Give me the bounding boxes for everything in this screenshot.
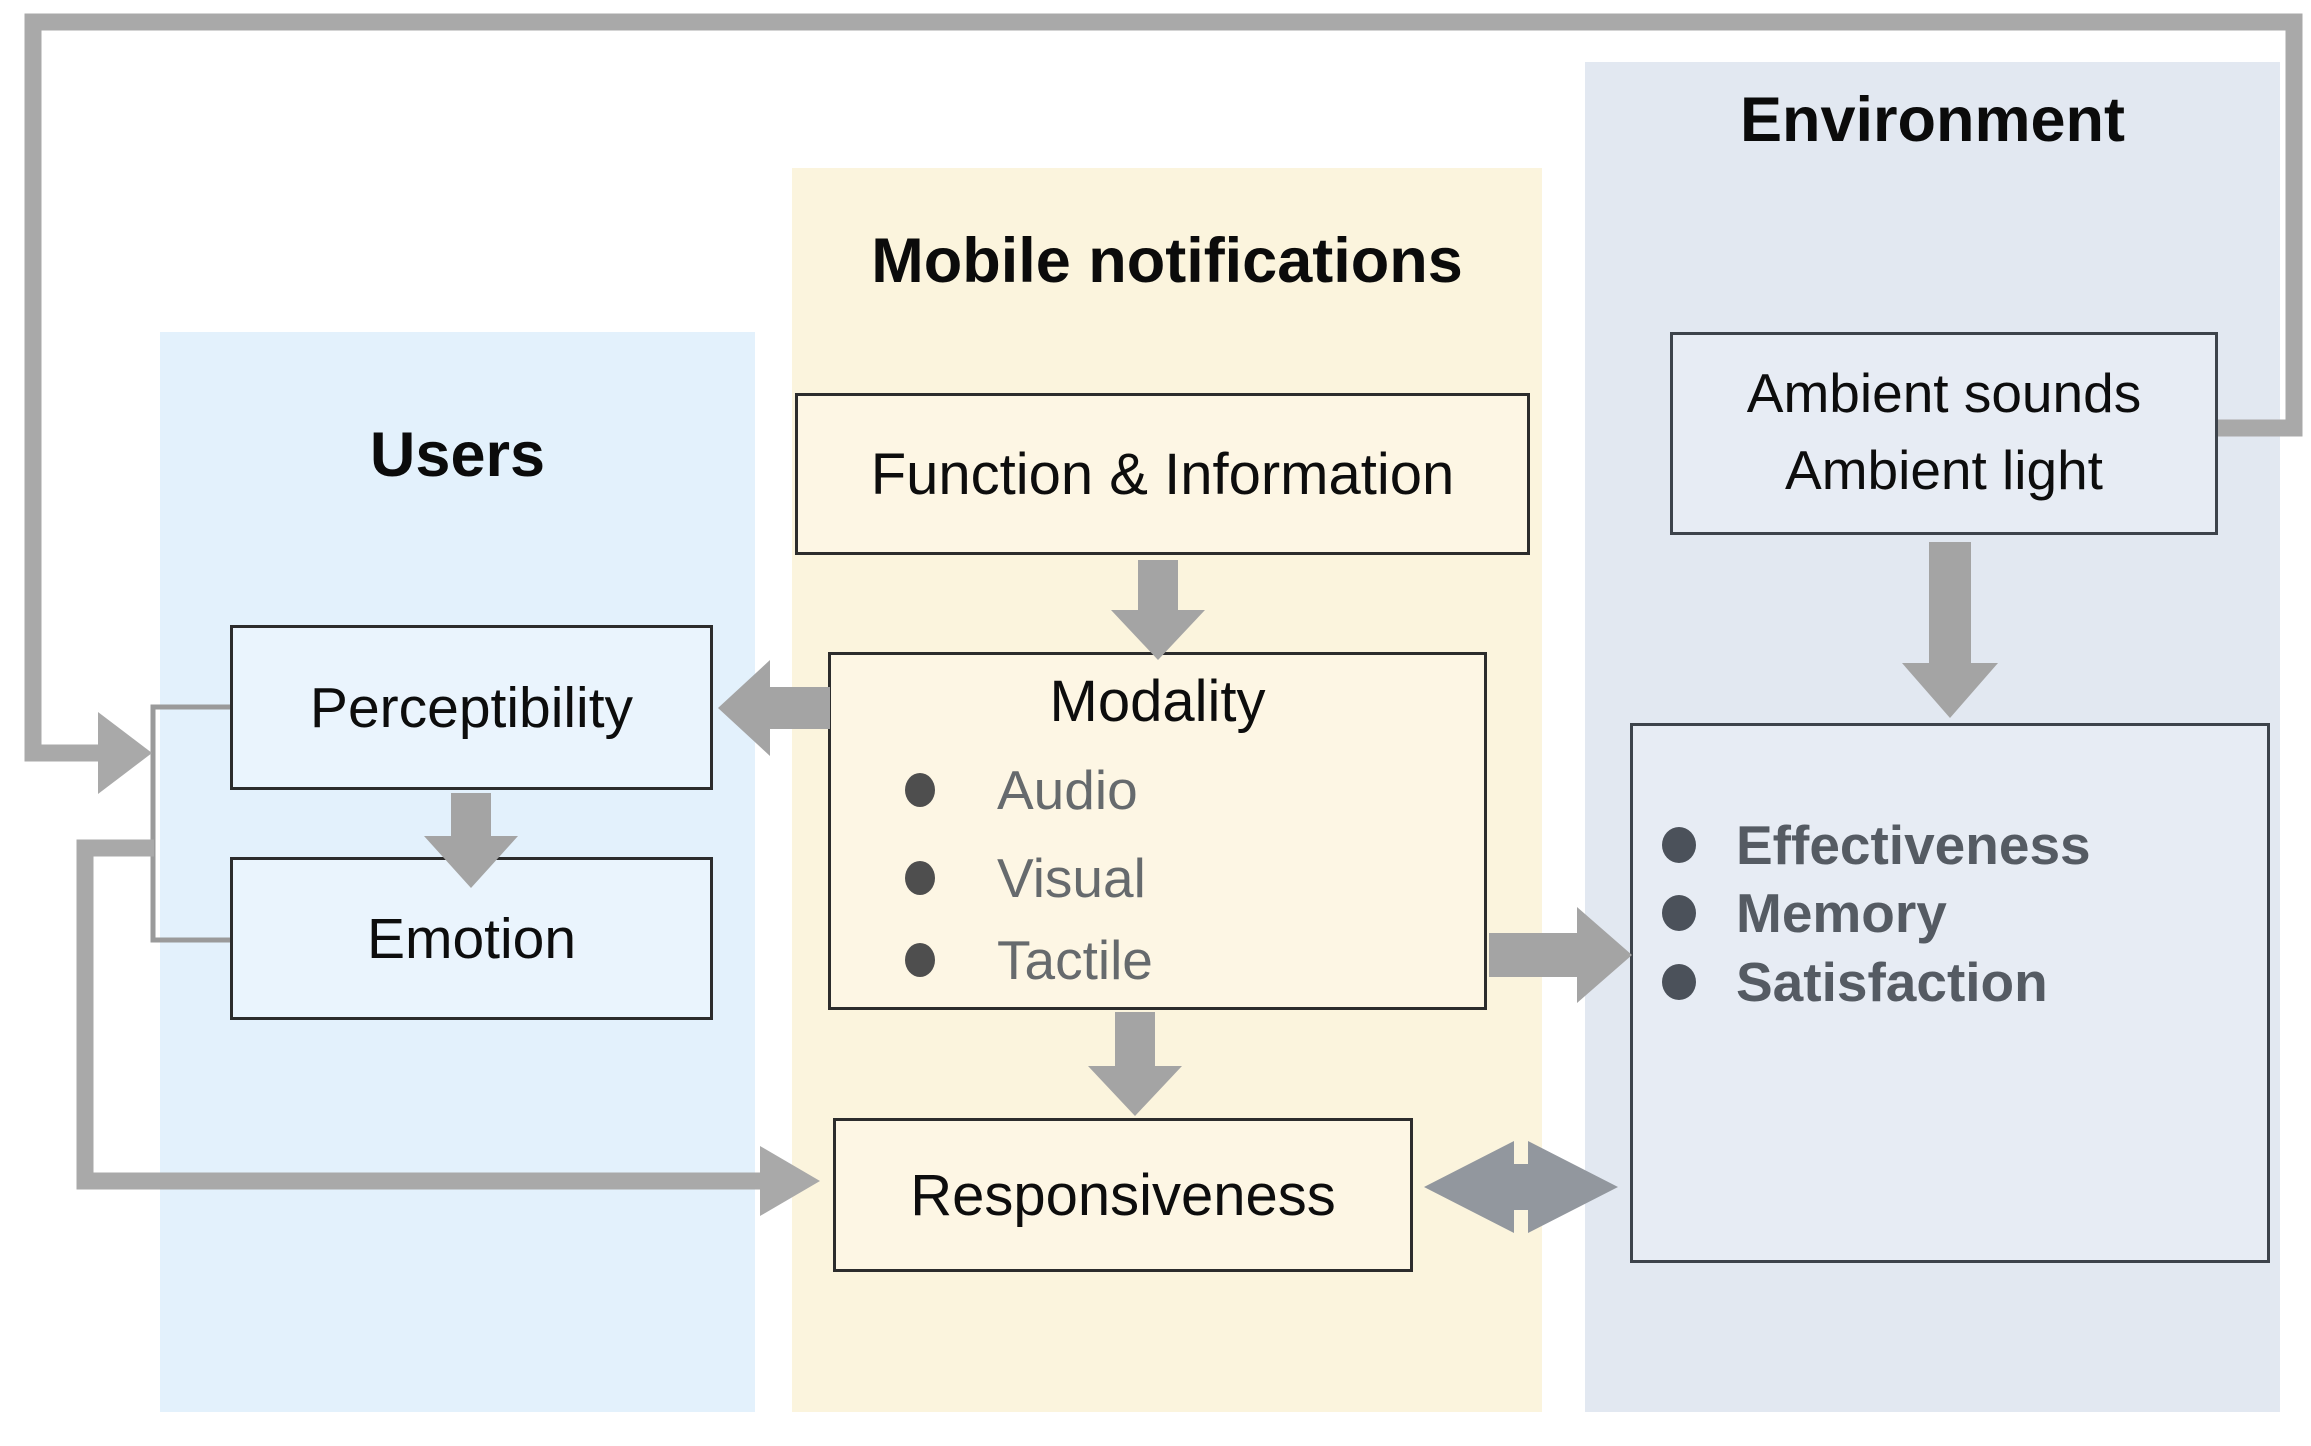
- emotion-label: Emotion: [366, 906, 577, 971]
- outcome-item-memory: Memory: [1662, 879, 2242, 947]
- loop-environment-to-users-arrowhead: [98, 712, 152, 794]
- modality-item-label: Audio: [997, 759, 1138, 821]
- modality-title: Modality: [1049, 669, 1266, 734]
- outcome-item-label: Effectiveness: [1736, 814, 2091, 876]
- function-information-box: Function & Information: [795, 393, 1530, 555]
- ambient-box: Ambient sounds Ambient light: [1670, 332, 2218, 535]
- outcome-item-label: Memory: [1736, 882, 1947, 944]
- modality-item-audio: Audio: [905, 756, 1425, 824]
- modality-item-tactile: Tactile: [905, 926, 1425, 994]
- ambient-light-label: Ambient light: [1785, 439, 2103, 501]
- modality-item-label: Tactile: [997, 929, 1153, 991]
- outcome-item-satisfaction: Satisfaction: [1662, 948, 2242, 1016]
- function-information-label: Function & Information: [870, 441, 1455, 507]
- modality-item-label: Visual: [997, 847, 1146, 909]
- outcome-item-label: Satisfaction: [1736, 951, 2048, 1013]
- bullet-icon: [905, 773, 935, 807]
- bullet-icon: [1662, 895, 1696, 931]
- responsiveness-label: Responsiveness: [910, 1162, 1336, 1228]
- emotion-box: Emotion: [230, 857, 713, 1020]
- ambient-sounds-label: Ambient sounds: [1746, 362, 2142, 424]
- outcome-item-effectiveness: Effectiveness: [1662, 811, 2242, 879]
- users-panel-title: Users: [369, 420, 546, 490]
- perceptibility-box: Perceptibility: [230, 625, 713, 790]
- modality-item-visual: Visual: [905, 844, 1425, 912]
- perceptibility-label: Perceptibility: [309, 675, 634, 740]
- bullet-icon: [1662, 964, 1696, 1000]
- environment-panel-title: Environment: [1739, 85, 2126, 155]
- notifications-panel-title: Mobile notifications: [871, 226, 1463, 296]
- bullet-icon: [1662, 827, 1696, 863]
- bullet-icon: [905, 861, 935, 895]
- bullet-icon: [905, 943, 935, 977]
- responsiveness-box: Responsiveness: [833, 1118, 1413, 1272]
